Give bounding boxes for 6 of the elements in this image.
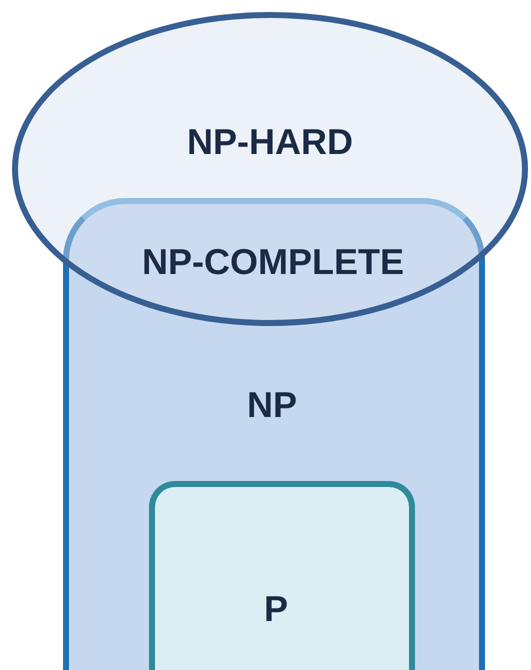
- set-label: NP: [247, 384, 297, 426]
- set-label: P: [264, 588, 288, 630]
- set-label: NP-COMPLETE: [142, 241, 404, 283]
- set-region: [149, 481, 415, 670]
- set-label: NP-HARD: [187, 121, 353, 163]
- set-region: [63, 198, 485, 670]
